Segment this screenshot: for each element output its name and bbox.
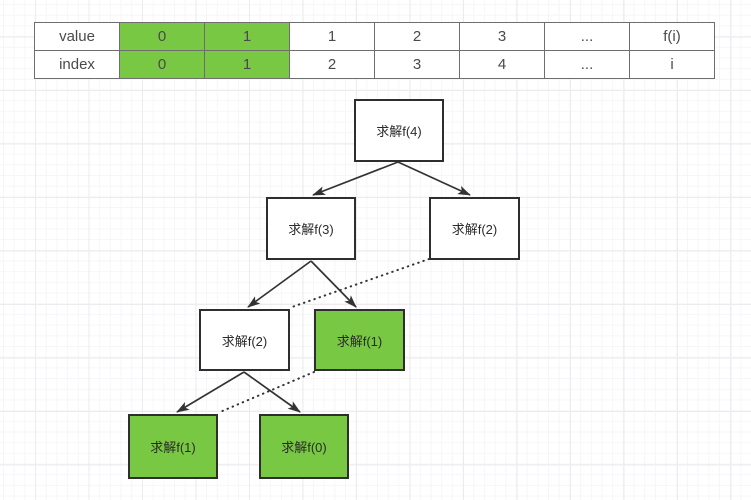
table-cell[interactable]: ... [545,51,630,79]
tree-node-f1-mid[interactable]: 求解f(1) [314,309,405,371]
tree-node-f1-bottom[interactable]: 求解f(1) [128,414,218,479]
table-cell[interactable]: 1 [290,23,375,51]
table-cell[interactable]: 2 [290,51,375,79]
value-index-table: value 0 1 1 2 3 ... f(i) index 0 1 2 3 4… [34,22,715,79]
edge-f2left-f1bottom [176,371,245,413]
table-cell[interactable]: f(i) [630,23,715,51]
tree-node-f4[interactable]: 求解f(4) [354,99,444,162]
edge-f4-f2right [397,161,471,196]
table-cell[interactable]: 3 [460,23,545,51]
dotted-edge-f2right-f2left [291,258,430,308]
tree-node-f3[interactable]: 求解f(3) [266,197,356,260]
table-cell[interactable]: 1 [205,51,290,79]
edge-f3-f1mid [310,260,357,308]
tree-node-f2-right[interactable]: 求解f(2) [429,197,520,260]
edge-f3-f2left [247,260,312,308]
tree-node-f0[interactable]: 求解f(0) [259,414,349,479]
tree-node-f2-left[interactable]: 求解f(2) [199,309,290,371]
table-cell[interactable]: 0 [120,23,205,51]
dotted-edge-f1mid-f1bottom [219,371,315,413]
table-cell[interactable]: 4 [460,51,545,79]
table-cell[interactable]: 0 [120,51,205,79]
table-cell[interactable]: 2 [375,23,460,51]
edge-f4-f3 [312,161,399,196]
table-cell[interactable]: 1 [205,23,290,51]
edge-f2left-f0 [243,371,301,413]
table-cell[interactable]: 3 [375,51,460,79]
table-cell[interactable]: value [35,23,120,51]
table-cell[interactable]: index [35,51,120,79]
table-cell[interactable]: i [630,51,715,79]
table-cell[interactable]: ... [545,23,630,51]
